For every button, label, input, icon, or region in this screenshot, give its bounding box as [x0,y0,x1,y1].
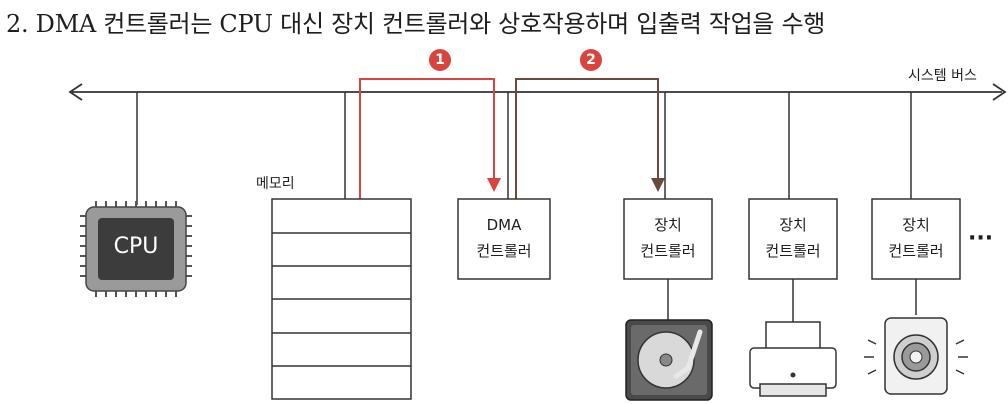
device-controller-3: 장치 컨트롤러 [872,212,960,264]
step-1-marker: 1 [429,49,451,71]
device-controller-2-line2: 컨트롤러 [765,242,821,260]
memory-block [271,198,412,400]
device-controller-box-3 [871,198,961,280]
device-controller-box-2 [748,198,838,280]
dma-controller: DMA 컨트롤러 [458,212,550,264]
bus-connectors [136,92,912,205]
page-title: 2. DMA 컨트롤러는 CPU 대신 장치 컨트롤러와 상호작용하며 입출력 … [6,10,826,38]
printer-icon [749,321,837,397]
cpu-chip [80,201,192,297]
ellipsis: ··· [968,226,994,251]
memory-label: 메모리 [256,176,295,192]
speaker-icon [864,317,968,395]
hard-disk-icon [625,319,713,401]
step2-path [515,78,665,199]
device-links [667,279,917,322]
device-controller-2-line1: 장치 [779,216,807,234]
device-controller-1-line1: 장치 [654,216,682,234]
device-controller-3-line1: 장치 [902,216,930,234]
dma-title: DMA [486,216,522,234]
dma-subtitle: 컨트롤러 [476,242,532,260]
device-controller-2: 장치 컨트롤러 [749,212,837,264]
dma-controller-box [457,198,551,280]
device-controller-1-line2: 컨트롤러 [640,242,696,260]
step1-path [359,78,501,199]
step-2-marker: 2 [580,49,602,71]
cpu-label: CPU [113,234,159,259]
system-bus [68,83,1007,101]
system-bus-label: 시스템 버스 [908,68,977,84]
device-controller-3-line2: 컨트롤러 [888,242,944,260]
device-controller-1: 장치 컨트롤러 [624,212,712,264]
device-controller-box-1 [623,198,713,280]
